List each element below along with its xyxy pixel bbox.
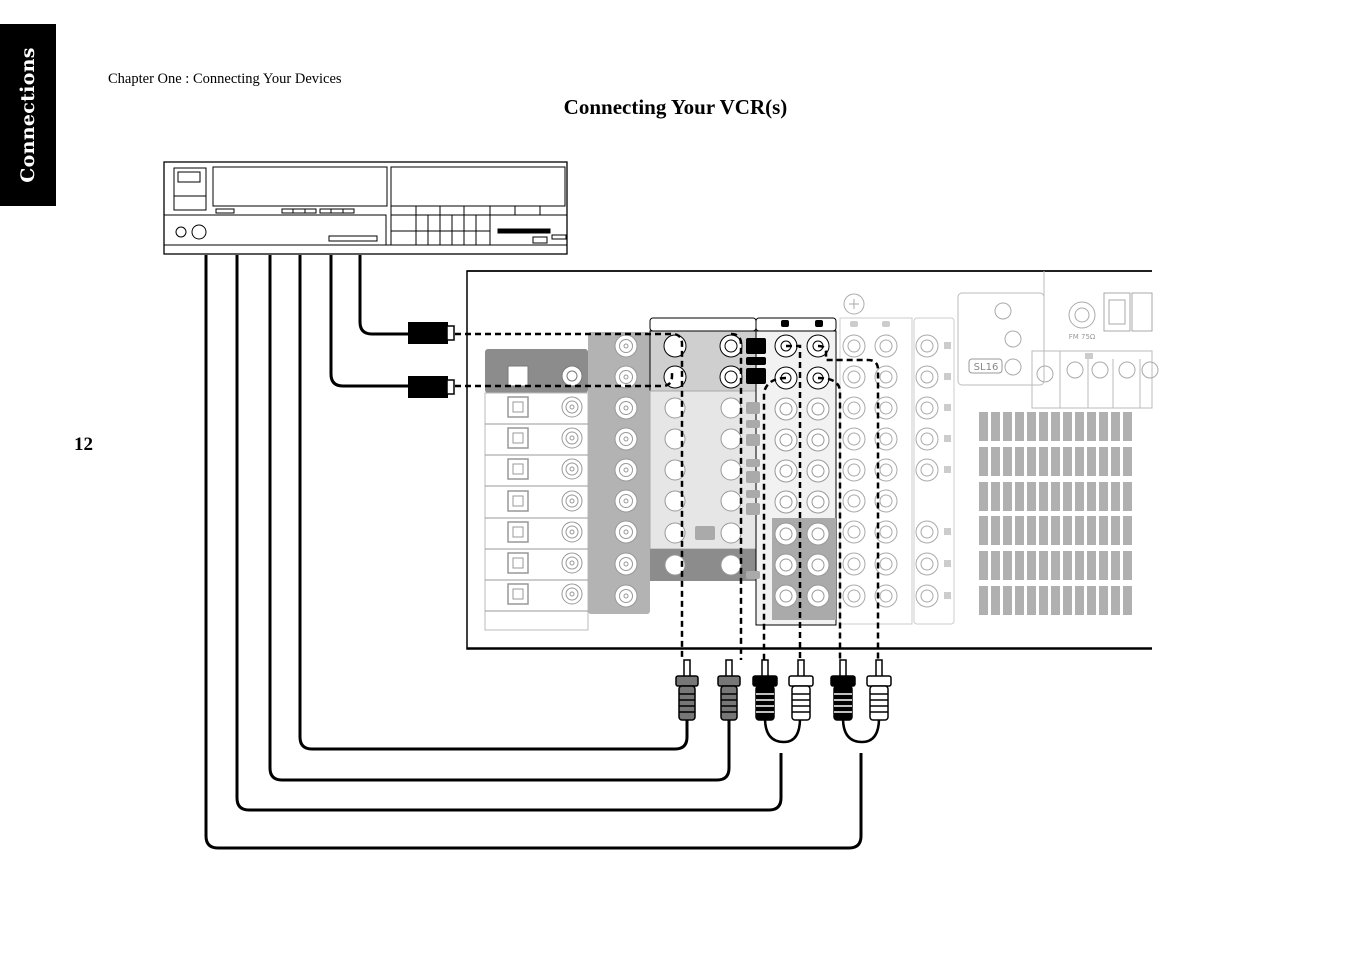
svideo-plugs: [408, 322, 455, 398]
fm-antenna-label: FM 75Ω: [1069, 333, 1096, 341]
page-title: Connecting Your VCR(s): [563, 95, 788, 119]
chapter-header: Chapter One : Connecting Your Devices: [108, 71, 342, 87]
rca-plugs: [675, 659, 892, 721]
sl16-label: SL16: [974, 362, 999, 373]
section-tab: Connections: [0, 24, 56, 206]
vcr-device: [163, 161, 568, 255]
receiver-rear-panel: SL16 FM 75Ω: [466, 265, 1351, 665]
cables: [204, 255, 881, 850]
page-number: 12: [74, 434, 93, 455]
dashed-connections: [455, 332, 880, 660]
